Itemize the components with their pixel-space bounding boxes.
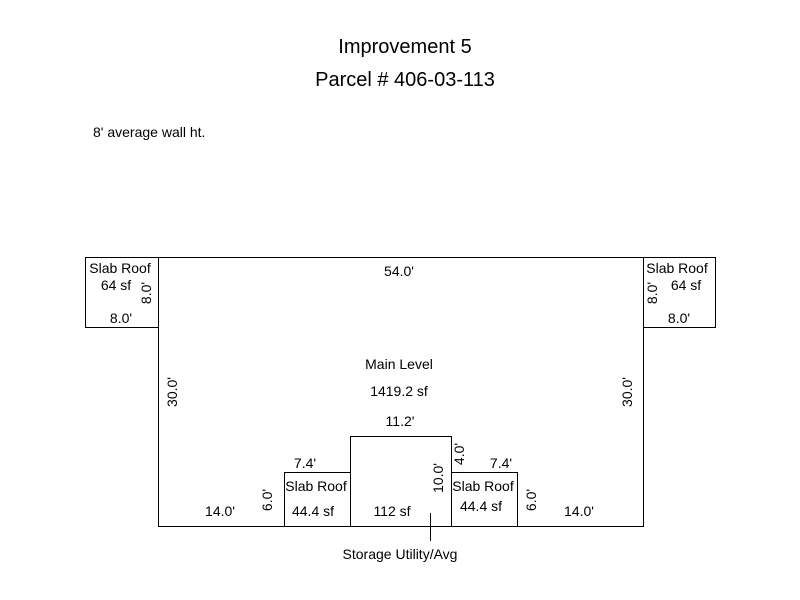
storage-notch-dimension: 4.0' [451, 443, 467, 465]
main-top-dimension: 54.0' [384, 263, 414, 279]
slab-bottom-right-top-dimension: 7.4' [490, 455, 512, 471]
slab-top-left-bottom-dimension: 8.0' [110, 310, 132, 326]
main-level-area: 1419.2 sf [370, 383, 428, 399]
slab-roof-top-left-outline [85, 257, 159, 328]
slab-top-right-area: 64 sf [671, 277, 701, 293]
wall-height-note: 8' average wall ht. [93, 124, 206, 140]
parcel-number: Parcel # 406-03-113 [315, 69, 495, 91]
storage-area: 112 sf [373, 503, 410, 519]
drawing-title: Improvement 5 [338, 36, 472, 58]
main-right-dimension: 30.0' [619, 377, 635, 407]
slab-roof-top-right-outline [643, 257, 716, 328]
main-level-label: Main Level [365, 356, 433, 372]
slab-bottom-left-area: 44.4 sf [292, 503, 334, 519]
slab-top-left-area: 64 sf [101, 277, 131, 293]
slab-bottom-right-side-dimension: 6.0' [523, 489, 539, 511]
slab-bottom-left-side-dimension: 6.0' [259, 489, 275, 511]
slab-bottom-left-top-dimension: 7.4' [294, 455, 316, 471]
slab-bottom-right-area: 44.4 sf [460, 498, 502, 514]
storage-top-dimension: 11.2' [386, 413, 415, 429]
slab-top-left-side-dimension: 8.0' [138, 282, 154, 304]
main-left-dimension: 30.0' [164, 377, 180, 407]
storage-side-dimension: 10.0' [430, 463, 446, 493]
main-bottom-left-dimension: 14.0' [205, 503, 235, 519]
slab-top-right-label: Slab Roof [646, 260, 708, 276]
storage-label: Storage Utility/Avg [343, 546, 458, 562]
main-bottom-right-dimension: 14.0' [564, 503, 594, 519]
slab-roof-bottom-right-outline [451, 472, 518, 527]
slab-top-left-label: Slab Roof [89, 260, 151, 276]
slab-top-right-bottom-dimension: 8.0' [668, 310, 690, 326]
slab-bottom-right-label: Slab Roof [452, 478, 514, 494]
slab-bottom-left-label: Slab Roof [285, 478, 347, 494]
slab-top-right-side-dimension: 8.0' [644, 282, 660, 304]
